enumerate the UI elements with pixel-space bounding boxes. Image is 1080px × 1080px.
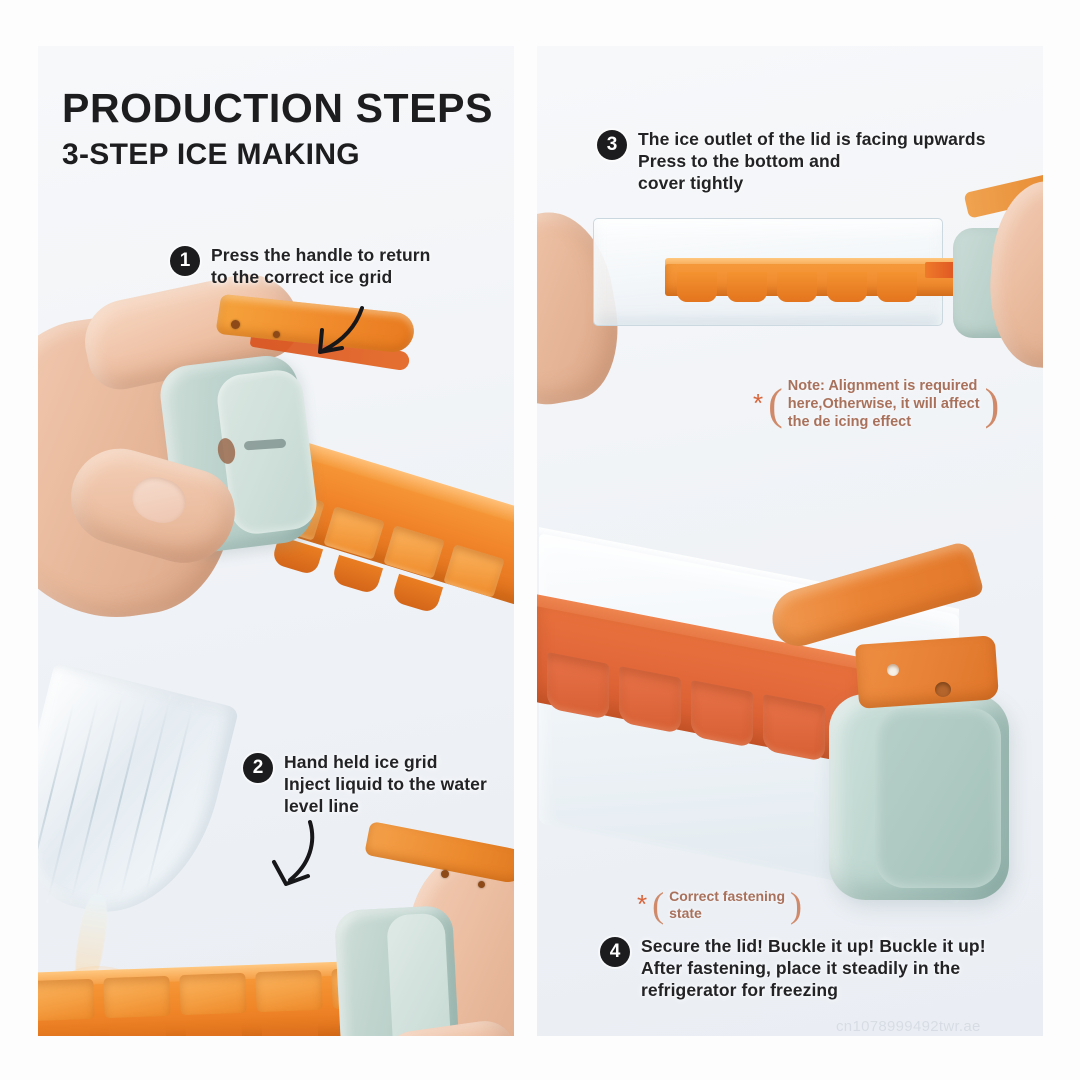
- paren-open: (: [768, 379, 783, 429]
- step-2-text: Hand held ice grid Inject liquid to the …: [284, 751, 487, 817]
- alignment-note-line-1: Note: Alignment is required: [787, 378, 978, 394]
- step-3-line-1: The ice outlet of the lid is facing upwa…: [638, 129, 986, 149]
- step-2-photo: [38, 662, 514, 1036]
- step-number-badge: 4: [600, 937, 630, 967]
- paren-open: (: [652, 885, 665, 926]
- step-4-line-3: refrigerator for freezing: [641, 980, 838, 1001]
- lid-band: [386, 912, 452, 1036]
- tray-cell: [677, 272, 717, 302]
- handle-rivet: [231, 320, 240, 329]
- ice-tray-top: [665, 258, 977, 268]
- paren-close: ): [790, 885, 803, 926]
- tray-cell: [827, 272, 867, 302]
- step-3-text: The ice outlet of the lid is facing upwa…: [638, 128, 986, 194]
- lid-end-cap-face: [875, 708, 1001, 888]
- step-3-callout: 3 The ice outlet of the lid is facing up…: [597, 128, 1043, 194]
- handle-rivet: [887, 664, 899, 676]
- step-1-photo: [38, 264, 514, 700]
- step-2-line-3: level line: [284, 796, 359, 817]
- step-4-photo: [537, 527, 1043, 956]
- step-4-line-1: Secure the lid! Buckle it up! Buckle it …: [641, 936, 986, 956]
- fastening-note-text: Correct fastening state: [669, 888, 785, 923]
- step-number-badge: 2: [243, 753, 273, 783]
- alignment-note: * ( Note: Alignment is required here,Oth…: [753, 378, 1043, 432]
- step-1-callout: 1 Press the handle to return to the corr…: [170, 244, 500, 288]
- step-3-photo: [537, 167, 1043, 415]
- watermark: cn1078999492twr.ae: [836, 1018, 981, 1035]
- glass-pitcher: [38, 662, 240, 934]
- handle-rivet: [441, 870, 449, 878]
- tray-cell: [727, 272, 767, 302]
- tray-cell: [179, 972, 247, 1016]
- alignment-note-line-3: the de icing effect: [787, 413, 912, 430]
- tray-foot: [261, 1018, 319, 1036]
- page-title: PRODUCTION STEPS: [62, 85, 494, 131]
- handle-rivet: [935, 682, 951, 697]
- paren-close: ): [984, 379, 1000, 429]
- step-1-line-2: to the correct ice grid: [211, 267, 393, 288]
- step-4-line-2: After fastening, place it steadily in th…: [641, 958, 961, 979]
- tray-cell: [877, 272, 917, 302]
- alignment-note-line-2: here,Otherwise, it will affect: [787, 395, 980, 412]
- step-3-line-3: cover tightly: [638, 173, 744, 194]
- handle-base: [854, 635, 1000, 709]
- fastening-note-line-1: Correct fastening: [669, 888, 786, 904]
- left-panel: PRODUCTION STEPS 3-STEP ICE MAKING: [38, 46, 514, 1036]
- step-2-callout: 2 Hand held ice grid Inject liquid to th…: [243, 751, 514, 817]
- tray-cell: [38, 978, 95, 1022]
- fastening-note-line-2: state: [669, 905, 702, 922]
- step-2-line-1: Hand held ice grid: [284, 752, 438, 772]
- asterisk-icon: *: [637, 888, 648, 919]
- asterisk-icon: *: [753, 388, 764, 419]
- tray-foot: [185, 1021, 243, 1036]
- tray-cell: [103, 975, 171, 1019]
- step-4-text: Secure the lid! Buckle it up! Buckle it …: [641, 935, 986, 1001]
- right-panel: 3 The ice outlet of the lid is facing up…: [537, 46, 1043, 1036]
- handle-rivet: [478, 881, 485, 888]
- handle-rivet: [273, 331, 280, 338]
- step-1-text: Press the handle to return to the correc…: [211, 244, 430, 288]
- tray-cell: [255, 969, 323, 1013]
- page-subtitle: 3-STEP ICE MAKING: [62, 137, 360, 171]
- alignment-note-text: Note: Alignment is required here,Otherwi…: [788, 378, 980, 432]
- fastening-note: * ( Correct fastening state ): [637, 885, 803, 926]
- tray-foot: [109, 1024, 167, 1036]
- step-2-line-2: Inject liquid to the water: [284, 774, 487, 795]
- step-1-line-1: Press the handle to return: [211, 245, 431, 265]
- tray-cell: [777, 272, 817, 302]
- step-4-callout: 4 Secure the lid! Buckle it up! Buckle i…: [600, 935, 1030, 1001]
- step-3-line-2: Press to the bottom and: [638, 151, 841, 172]
- step-number-badge: 1: [170, 246, 200, 276]
- tray-foot: [38, 1027, 91, 1036]
- step-number-badge: 3: [597, 130, 627, 160]
- title-block: PRODUCTION STEPS 3-STEP ICE MAKING: [62, 85, 502, 172]
